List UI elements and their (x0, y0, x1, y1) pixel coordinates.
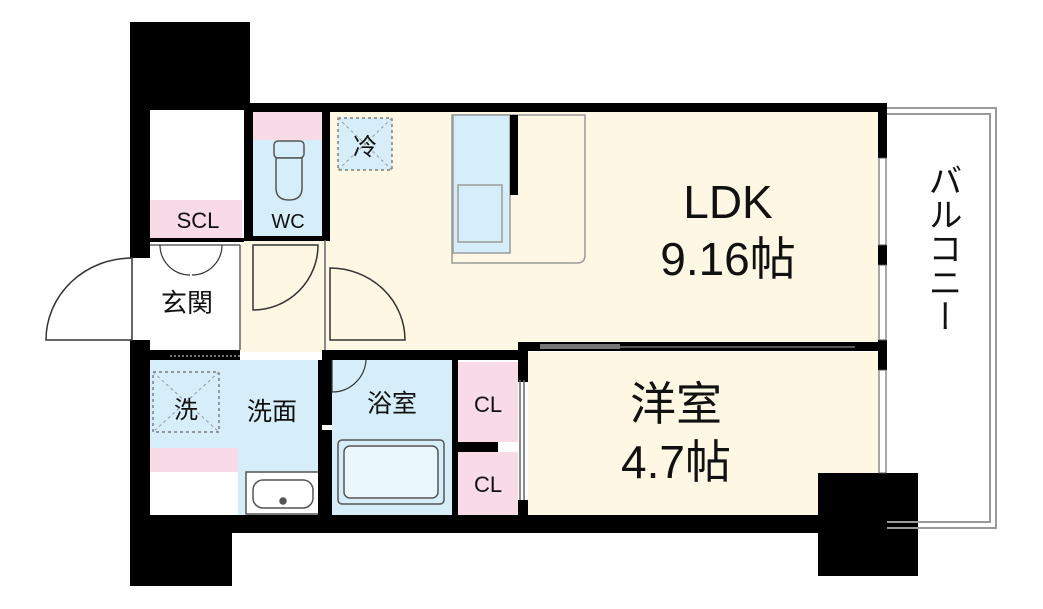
wc-door (252, 244, 319, 311)
bottom-right-block (818, 473, 918, 576)
bath-label: 浴室 (367, 390, 417, 418)
kitchen-sink (452, 114, 511, 254)
scl-door-arc (159, 244, 223, 276)
washroom-lower (150, 472, 238, 517)
toilet-fixture (273, 140, 305, 201)
wc-label: WC (271, 211, 304, 233)
closet-lower-label: CL (474, 472, 502, 497)
balcony-label: バルコニー (923, 163, 961, 333)
western-room-name-label: 洋室 (630, 378, 722, 430)
wash-basin (245, 471, 321, 515)
wc-bottom-wall (244, 236, 330, 241)
wc-right-wall (322, 110, 330, 240)
closet-upper-floor (458, 362, 518, 442)
entrance-door (45, 257, 133, 341)
right-wall-mid (878, 245, 887, 265)
ldk-area-label: 9.16帖 (660, 233, 796, 285)
ldk-name-label: LDK (683, 176, 773, 228)
closet-divider (458, 442, 498, 452)
washroom-shelf (150, 448, 238, 472)
wc-shelf (253, 110, 325, 140)
ldk-door (329, 267, 406, 341)
left-tower-wall-2 (130, 110, 150, 258)
washroom-right-wall (318, 360, 322, 517)
bottom-left-block (130, 515, 232, 586)
bath-left-wall-low (322, 430, 332, 517)
closet-upper-label: CL (474, 392, 502, 417)
fridge-label: 冷 (353, 134, 377, 161)
ldk-floor (330, 110, 882, 350)
window-ldk-lower (878, 264, 887, 341)
right-wall-low (878, 340, 887, 370)
entrance-label: 玄関 (161, 288, 213, 318)
sliding-door-track (540, 344, 620, 349)
stove-inner (457, 184, 503, 243)
balcony-outline (887, 107, 997, 529)
bath-door-arc (331, 359, 367, 393)
scl-label: SCL (177, 208, 220, 233)
washroom-top-wall (130, 350, 240, 360)
scl-bottom-wall (150, 238, 244, 242)
closet-lower-floor (458, 452, 518, 517)
closet-left-wall (452, 355, 458, 517)
right-wall-top (878, 103, 887, 158)
bottom-wall (230, 515, 820, 533)
western-left-wall (518, 342, 528, 382)
western-room-area-label: 4.7帖 (621, 436, 731, 488)
window-western (878, 369, 887, 474)
western-left-wall-low (518, 500, 528, 517)
bath-left-wall (322, 355, 332, 425)
bathtub (337, 439, 445, 505)
scl-floor (150, 200, 242, 240)
washroom-label: 洗面 (247, 398, 297, 426)
wc-left-wall (244, 110, 253, 240)
washer-label: 洗 (174, 397, 198, 424)
top-wall (250, 103, 887, 112)
window-ldk-upper (878, 157, 887, 246)
kitchen-divider-wall (510, 115, 518, 195)
bath-top-wall (322, 350, 528, 360)
left-tower-wall (130, 22, 250, 110)
